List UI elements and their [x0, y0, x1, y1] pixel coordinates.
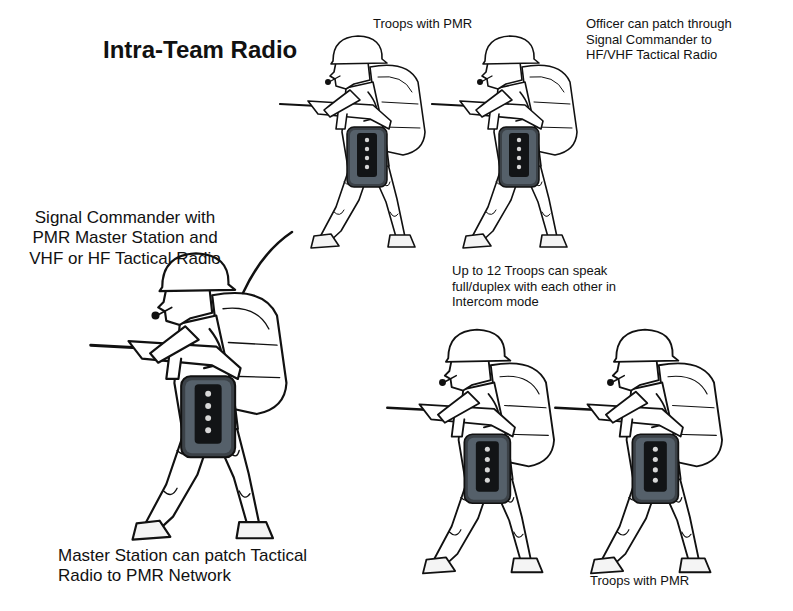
soldier-figure — [387, 330, 554, 574]
signal-commander-figure — [91, 253, 287, 539]
soldier-figure — [555, 330, 722, 574]
note-label: Master Station can patch Tactical Radio … — [58, 546, 326, 587]
soldier-figure — [432, 36, 577, 248]
antenna — [243, 232, 292, 293]
group-label: Troops with PMR — [373, 16, 472, 32]
group-label: Troops with PMR — [590, 573, 689, 589]
note-label: Up to 12 Troops can speak full/duplex wi… — [452, 263, 644, 310]
soldier-figure — [280, 36, 425, 248]
diagram-title: Intra-Team Radio — [103, 36, 297, 65]
note-label: Officer can patch through Signal Command… — [586, 16, 758, 63]
role-label: Signal Commander with PMR Master Station… — [14, 208, 236, 269]
